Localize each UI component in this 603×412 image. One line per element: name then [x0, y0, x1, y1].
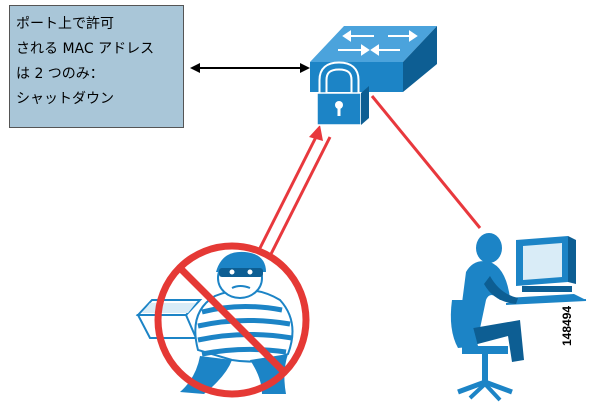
figure-id: 148494 — [560, 305, 574, 346]
intruder-links — [256, 125, 332, 257]
note-line-3: は 2 つのみ： — [16, 66, 104, 82]
note-line-4: シャットダウン — [16, 91, 114, 107]
port-security-note: ポート上で許可 される MAC アドレス は 2 つのみ： シャットダウン — [9, 5, 184, 128]
prohibited-icon — [154, 242, 310, 398]
padlock-icon — [316, 61, 369, 126]
note-line-1: ポート上で許可 — [16, 16, 114, 32]
user-at-workstation-icon — [450, 233, 587, 402]
switch-icon — [310, 26, 437, 92]
intruder-icon — [135, 251, 294, 394]
note-line-2: される MAC アドレス — [16, 41, 155, 57]
user-link — [370, 95, 482, 229]
